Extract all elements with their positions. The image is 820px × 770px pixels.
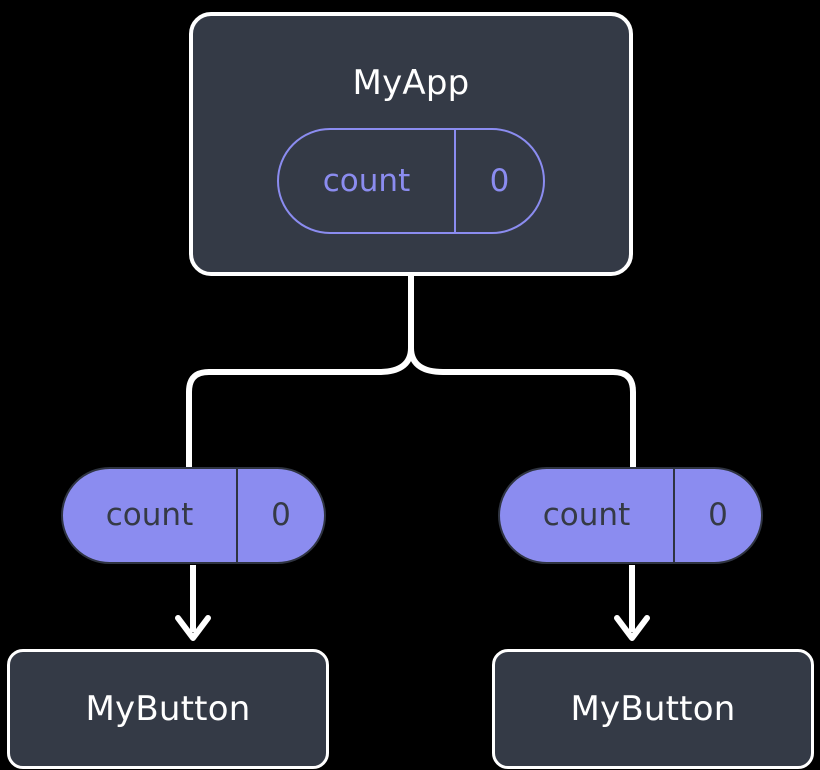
arrow-left-head-icon	[175, 615, 211, 641]
state-pill-root-key: count	[279, 130, 456, 232]
edge-root-to-left-child	[186, 345, 414, 473]
props-pill-left-key: count	[63, 469, 238, 562]
props-pill-right[interactable]: count 0	[498, 467, 763, 564]
node-mybutton-right[interactable]: MyButton	[492, 649, 814, 769]
arrow-right-head-icon	[614, 615, 650, 641]
props-pill-left-value: 0	[271, 497, 291, 533]
node-mybutton-left[interactable]: MyButton	[7, 649, 329, 769]
props-pill-right-value: 0	[708, 497, 728, 533]
props-pill-left[interactable]: count 0	[61, 467, 326, 564]
node-myapp-label: MyApp	[352, 63, 470, 103]
state-pill-root[interactable]: count 0	[277, 128, 545, 234]
props-pill-right-key: count	[500, 469, 675, 562]
node-mybutton-right-label: MyButton	[570, 689, 736, 729]
state-pill-root-value: 0	[489, 162, 510, 199]
node-mybutton-left-label: MyButton	[85, 689, 251, 729]
edge-root-to-right-child	[408, 345, 636, 473]
